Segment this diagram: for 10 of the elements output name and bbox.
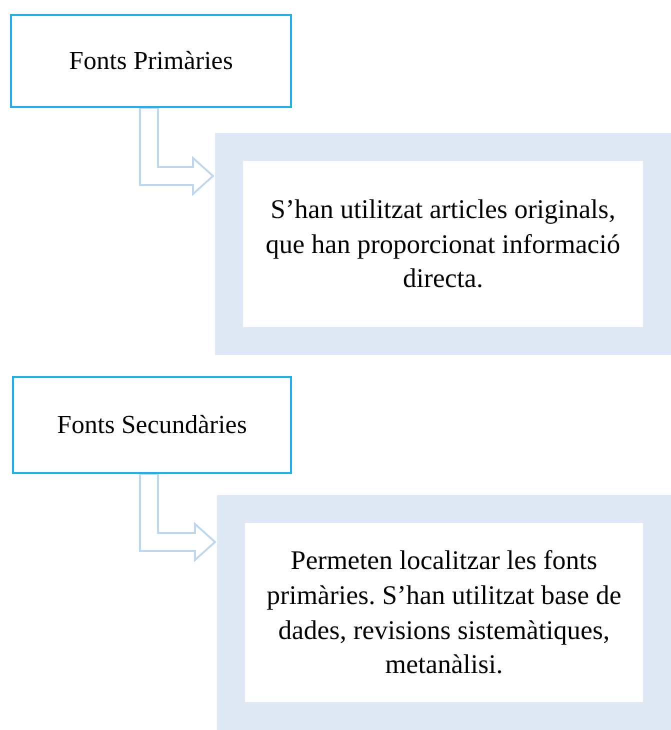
description-text: S’han utilitzat articles originals, que han proporcionat informació directa.	[264, 193, 622, 296]
bent-arrow	[139, 473, 216, 562]
category-box	[10, 14, 292, 108]
description-box	[215, 133, 671, 355]
description-box	[217, 495, 671, 730]
category-title: Fonts Primàries	[69, 45, 233, 78]
description-text: Permeten localitzar les fonts primàries. S’han utilitzat base de dades, revisions sistemàtiques, metanàlisi.	[266, 544, 622, 682]
bent-arrow	[139, 107, 214, 196]
category-box	[12, 376, 292, 474]
category-title: Fonts Secundàries	[57, 409, 247, 442]
